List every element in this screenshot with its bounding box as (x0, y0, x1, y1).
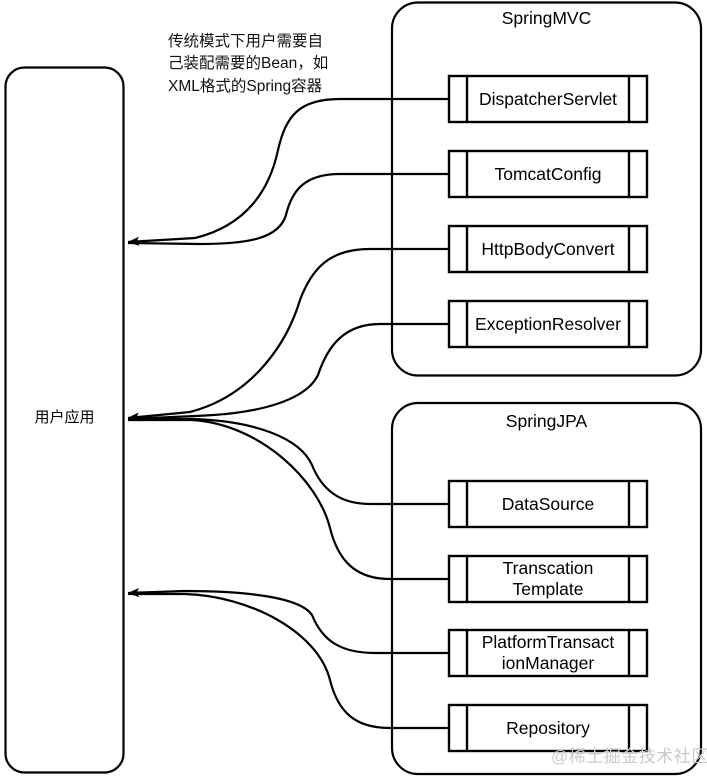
component-box-httpbodyconvert[interactable] (447, 224, 649, 274)
connector-datasource-to-app (128, 417, 449, 506)
connector-exceptionresolver-to-app (127, 322, 449, 421)
connector-repository-to-app (128, 592, 449, 730)
connector-dispatcherservlet-to-app (127, 97, 449, 246)
component-box-dispatcherservlet[interactable] (447, 74, 649, 124)
component-box-datasource[interactable] (447, 479, 649, 529)
component-box-repository[interactable] (447, 703, 649, 753)
annotation-note: 传统模式下用户需要自 己装配需要的Bean，如 XML格式的Spring容器 (168, 33, 329, 95)
connector-transcationtemplate-to-app (128, 418, 449, 581)
connector-httpbodyconvert-to-app (127, 247, 449, 422)
component-box-transcationtemplate[interactable] (447, 554, 649, 604)
component-box-tomcatconfig[interactable] (447, 149, 649, 199)
component-box-platformtransactionmanager[interactable] (447, 628, 649, 678)
component-box-exceptionresolver[interactable] (447, 299, 649, 349)
user-application-node[interactable] (4, 66, 125, 774)
connector-tomcatconfig-to-app (127, 172, 449, 246)
connector-platformtransactionmanager-to-app (127, 588, 449, 655)
